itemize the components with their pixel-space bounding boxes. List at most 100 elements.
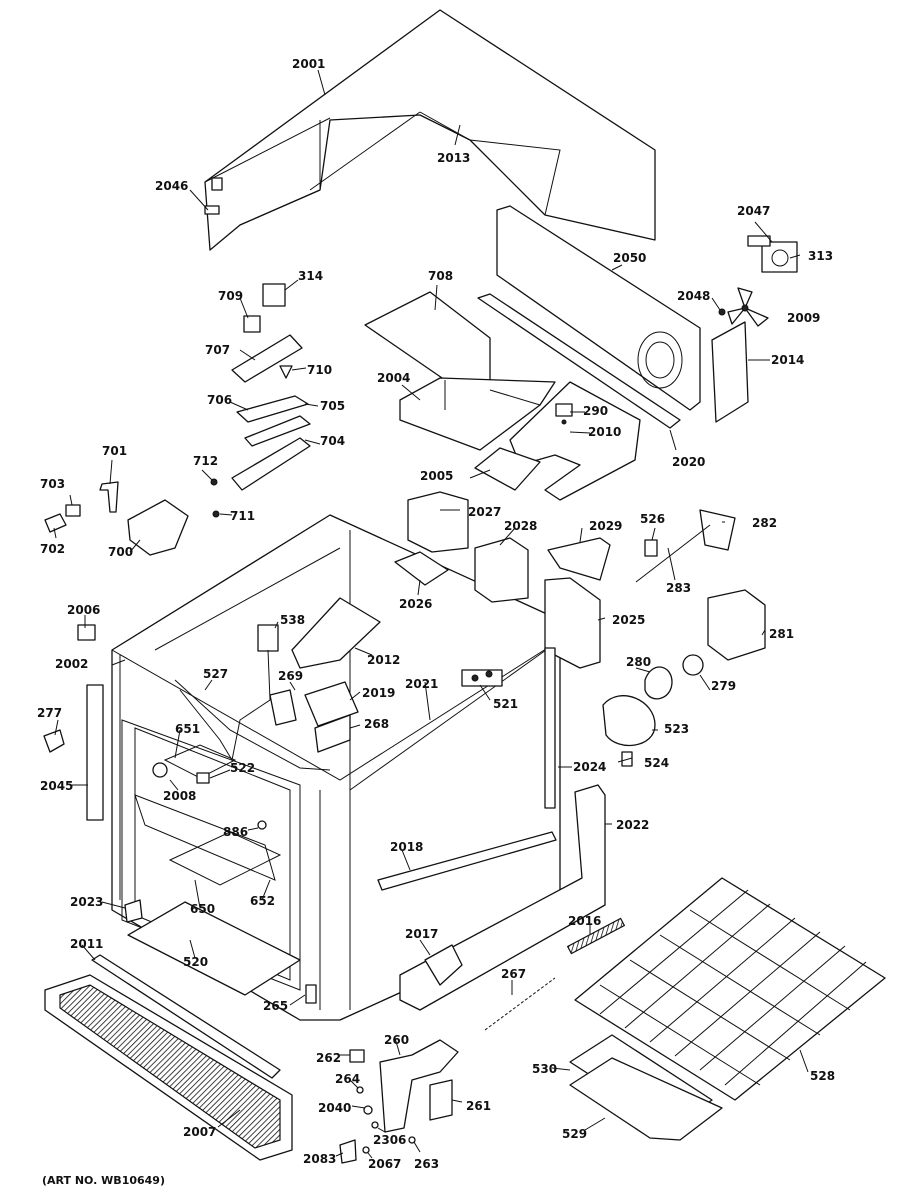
label-651: 651: [175, 722, 200, 736]
clip-2083-part: [339, 1139, 357, 1164]
label-706: 706: [207, 393, 232, 407]
art-number: (ART NO. WB10649): [42, 1174, 165, 1187]
label-282: 282: [752, 516, 777, 530]
label-711: 711: [230, 509, 255, 523]
screw-711-part: [212, 510, 220, 518]
label-2011: 2011: [70, 937, 103, 951]
label-710: 710: [307, 363, 332, 377]
lock-704-part: [231, 437, 311, 491]
label-2050: 2050: [613, 251, 646, 265]
label-283: 283: [666, 581, 691, 595]
label-705: 705: [320, 399, 345, 413]
lamp-2008-part: [152, 762, 168, 778]
bottom-520-part: [127, 901, 301, 996]
element-652-part: [134, 794, 276, 881]
screw-263-part: [408, 1136, 416, 1144]
broiler-pan-529-part: [569, 1057, 723, 1141]
label-2013: 2013: [437, 151, 470, 165]
label-2040: 2040: [318, 1101, 351, 1115]
label-2023: 2023: [70, 895, 103, 909]
label-2021: 2021: [405, 677, 438, 691]
label-2014: 2014: [771, 353, 804, 367]
transformer-268-part: [314, 714, 351, 753]
label-313: 313: [808, 249, 833, 263]
label-2008: 2008: [163, 789, 196, 803]
strip-2016-part: [566, 917, 626, 955]
screw-712-part: [210, 478, 218, 486]
label-704: 704: [320, 434, 345, 448]
label-2010: 2010: [588, 425, 621, 439]
label-260: 260: [384, 1033, 409, 1047]
label-2020: 2020: [672, 455, 705, 469]
bracket-2027-part: [407, 491, 469, 553]
bulb-280-part: [644, 666, 673, 700]
label-2019: 2019: [362, 686, 395, 700]
label-263: 263: [414, 1157, 439, 1171]
label-528: 528: [810, 1069, 835, 1083]
switch-part: [243, 283, 286, 333]
label-2028: 2028: [504, 519, 537, 533]
label-701: 701: [102, 444, 127, 458]
bracket-2023-part: [124, 899, 143, 923]
knob-702-part: [44, 513, 67, 533]
label-2306: 2306: [373, 1133, 406, 1147]
label-2018: 2018: [390, 840, 423, 854]
label-709: 314: [298, 269, 323, 283]
label-2002: 2002: [55, 657, 88, 671]
rack-528-part: [574, 877, 886, 1101]
hinge-receiver-261-part: [429, 1079, 453, 1121]
motor-part: [747, 235, 798, 273]
label-269: 269: [278, 669, 303, 683]
clip-522-part: [196, 772, 210, 784]
label-521: 521: [493, 697, 518, 711]
label-264: 264: [335, 1072, 360, 1086]
label-520: 520: [183, 955, 208, 969]
bracket-2005-part: [474, 447, 541, 491]
kick-panel-2007-part: [44, 974, 293, 1161]
label-279: 279: [711, 679, 736, 693]
brace-2018-part: [377, 831, 557, 891]
lamp-277-part: [43, 729, 65, 753]
cover-2012-part: [291, 597, 381, 669]
label-267: 267: [501, 967, 526, 981]
terminal-521-part: [461, 669, 503, 687]
thermostat-part: [555, 403, 573, 425]
screw-2067-part: [362, 1146, 370, 1154]
strip-2011-part: [91, 954, 281, 1079]
label-2083: 2083: [303, 1152, 336, 1166]
nut-2040-part: [363, 1105, 373, 1115]
label-2001: 2001: [292, 57, 325, 71]
label-2046: 2046: [155, 179, 188, 193]
label-290: 290: [583, 404, 608, 418]
strip-2045-part: [86, 684, 104, 821]
label-2004: 2004: [377, 371, 410, 385]
knob-703-part: [65, 504, 81, 517]
label-280: 280: [626, 655, 651, 669]
label-262: 262: [316, 1051, 341, 1065]
label-708: 709: [218, 289, 243, 303]
label-703: 703: [40, 477, 65, 491]
label-268: 268: [364, 717, 389, 731]
switch-700-part: [127, 499, 189, 556]
label-277: 277: [37, 706, 62, 720]
label-2025: 2025: [612, 613, 645, 627]
plate-part: [711, 321, 749, 423]
label-2024: 2024: [573, 760, 606, 774]
screw-264-part: [356, 1086, 364, 1094]
relay-269-part: [269, 689, 297, 726]
label-2007: 2007: [183, 1125, 216, 1139]
label-2005: 2005: [420, 469, 453, 483]
clip-262-part: [349, 1049, 365, 1063]
label-712: 712: [193, 454, 218, 468]
spring-710-part: [279, 365, 293, 379]
label-2022: 2022: [616, 818, 649, 832]
clip-886-part: [257, 820, 267, 830]
top-cover-part: [204, 9, 656, 251]
label-281: 281: [769, 627, 794, 641]
label-2017: 2017: [405, 927, 438, 941]
plate-2026-part: [394, 551, 449, 586]
element-650-part: [168, 831, 282, 886]
clip-265-part: [305, 984, 317, 1004]
label-261: 261: [466, 1099, 491, 1113]
clip-2006-part: [77, 624, 96, 641]
